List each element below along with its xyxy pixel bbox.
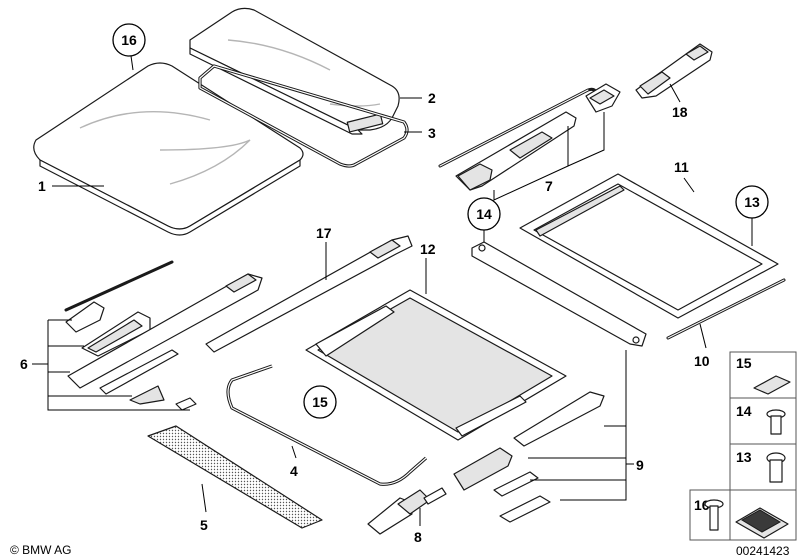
part-glass-panel[interactable] [33,62,304,236]
legend-box-14: 14 [729,397,797,445]
legend-16-label: 16 [694,497,710,513]
part-long-rail[interactable] [205,235,413,353]
callout-3: 3 [428,125,436,141]
copyright-notice: © BMW AG [10,543,72,557]
part-bracket-18[interactable] [635,43,713,99]
callout-15-label: 15 [312,394,328,410]
callout-9: 9 [636,457,644,473]
part-seal-ring[interactable] [198,64,409,168]
callout-4: 4 [290,463,298,479]
callout-1: 1 [38,178,46,194]
callout-14: 14 [467,197,501,231]
part-drain-seal[interactable] [226,364,428,486]
copyright-text: © BMW AG [10,543,72,557]
legend-box-16: 16 [689,489,797,541]
callout-16: 16 [112,23,146,57]
part-protective-strip[interactable] [147,425,323,529]
legend-14-label: 14 [736,403,752,419]
callout-5: 5 [200,517,208,533]
part-drive-unit[interactable] [367,487,447,535]
figure-number: 00241423 [736,544,790,558]
callout-11: 11 [674,159,689,175]
callout-7: 7 [545,178,553,194]
callout-14-label: 14 [476,206,492,222]
callout-16-label: 16 [121,32,137,48]
part-rail-assembly-6[interactable] [64,260,263,411]
callout-18: 18 [672,104,688,120]
callout-10: 10 [694,353,710,369]
callout-6: 6 [20,356,28,372]
callout-15: 15 [303,385,337,419]
part-guide-rail-set[interactable] [438,83,621,191]
legend-box-15: 15 [729,351,797,399]
callout-17: 17 [316,225,332,241]
callout-2: 2 [428,90,436,106]
legend-box-13: 13 [729,443,797,491]
part-glass-panel-upper[interactable] [189,7,400,135]
callout-12: 12 [420,241,436,257]
callout-8: 8 [414,529,422,545]
part-bracket-set-9[interactable] [453,391,605,523]
part-trim-strip[interactable] [666,278,786,340]
part-sunshade-cassette[interactable] [305,289,567,441]
legend-13-label: 13 [736,449,752,465]
callout-13: 13 [735,185,769,219]
legend-15-label: 15 [736,355,752,371]
callout-13-label: 13 [744,194,760,210]
part-sunshade-frame[interactable] [519,173,779,319]
